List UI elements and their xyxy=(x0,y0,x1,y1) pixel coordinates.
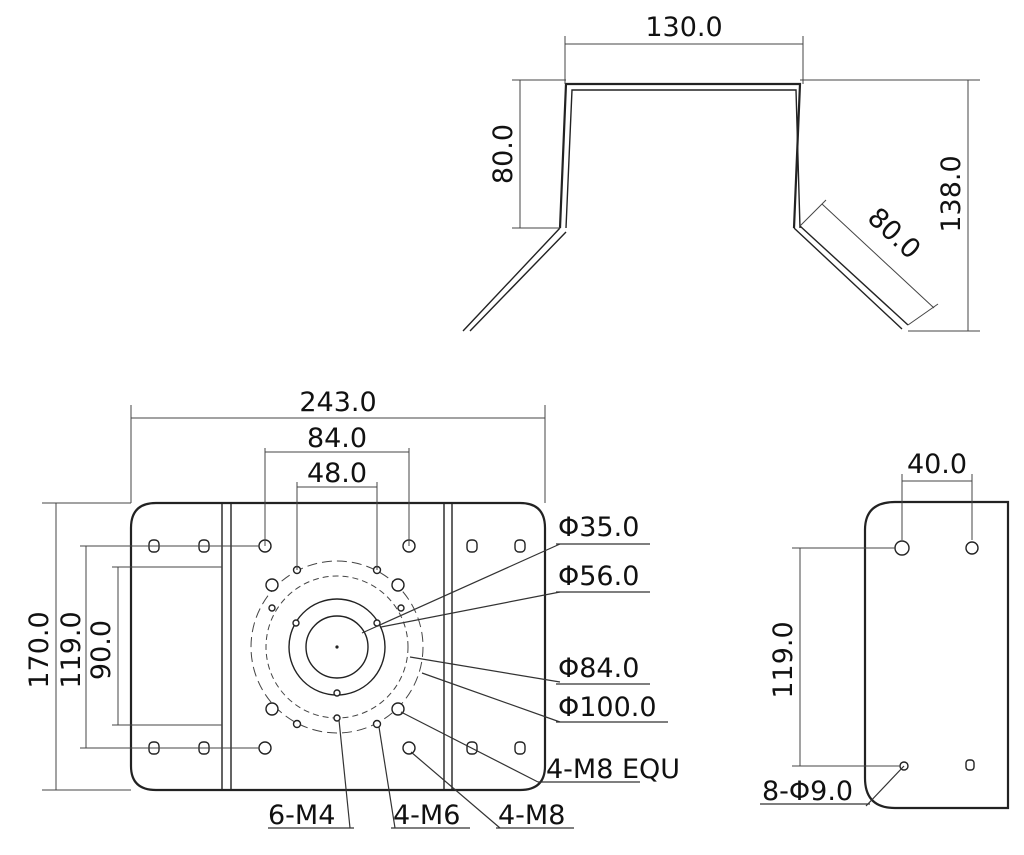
front-dim-vertical-pitch: 119.0 xyxy=(56,545,259,749)
front-dim-inner-holes-label: 48.0 xyxy=(307,458,367,489)
top-dim-total-height: 138.0 xyxy=(800,79,980,332)
front-dim-outer-holes: 84.0 xyxy=(264,423,410,546)
side-view: 40.0 119.0 8-Φ9.0 xyxy=(760,449,1010,810)
top-dim-total-height-label: 138.0 xyxy=(936,155,967,232)
top-dim-width-label: 130.0 xyxy=(645,12,722,43)
callout-m8-equ: 4-M8 EQU xyxy=(546,754,680,785)
callout-phi35: Φ35.0 xyxy=(558,512,639,543)
front-side-slots xyxy=(148,539,526,755)
front-dim-inner-holes: 48.0 xyxy=(296,458,378,570)
callout-m4: 6-M4 xyxy=(268,800,335,831)
front-plate-outline xyxy=(129,501,547,792)
front-bend-lines xyxy=(221,503,453,790)
top-view: 130.0 80.0 138.0 80.0 xyxy=(462,12,980,332)
top-dim-side-height-label: 80.0 xyxy=(488,124,519,184)
side-dim-hole-spacing: 40.0 xyxy=(901,449,973,540)
side-plate-outline xyxy=(863,500,1010,810)
front-callout-leaders xyxy=(268,543,668,829)
front-dim-slot-span: 90.0 xyxy=(86,566,222,726)
side-dim-hole-spacing-label: 40.0 xyxy=(907,449,967,480)
front-view: 243.0 84.0 48.0 170.0 119.0 xyxy=(24,387,680,831)
callout-phi56: Φ56.0 xyxy=(558,561,639,592)
front-dim-height: 170.0 xyxy=(24,502,131,791)
front-dim-slot-span-label: 90.0 xyxy=(86,620,117,680)
side-dim-vertical-pitch: 119.0 xyxy=(768,547,900,767)
top-view-profile xyxy=(462,82,909,332)
top-dim-flange: 80.0 xyxy=(799,199,939,326)
front-dim-overall-width-label: 243.0 xyxy=(299,387,376,418)
top-dim-width: 130.0 xyxy=(564,12,804,84)
side-hole-callout-label: 8-Φ9.0 xyxy=(762,776,853,807)
top-dim-flange-label: 80.0 xyxy=(861,202,926,266)
side-holes xyxy=(894,540,979,771)
side-dim-vertical-pitch-label: 119.0 xyxy=(768,621,799,698)
callout-phi100: Φ100.0 xyxy=(558,692,657,723)
side-hole-callout: 8-Φ9.0 xyxy=(760,765,905,807)
front-dim-overall-width: 243.0 xyxy=(130,387,546,503)
callout-m6: 4-M6 xyxy=(393,800,460,831)
top-dim-side-height: 80.0 xyxy=(488,79,566,229)
callout-phi84: Φ84.0 xyxy=(558,653,639,684)
front-dim-outer-holes-label: 84.0 xyxy=(307,423,367,454)
front-dim-height-label: 170.0 xyxy=(24,611,55,688)
front-dim-vertical-pitch-label: 119.0 xyxy=(56,611,87,688)
callout-m8: 4-M8 xyxy=(498,800,565,831)
